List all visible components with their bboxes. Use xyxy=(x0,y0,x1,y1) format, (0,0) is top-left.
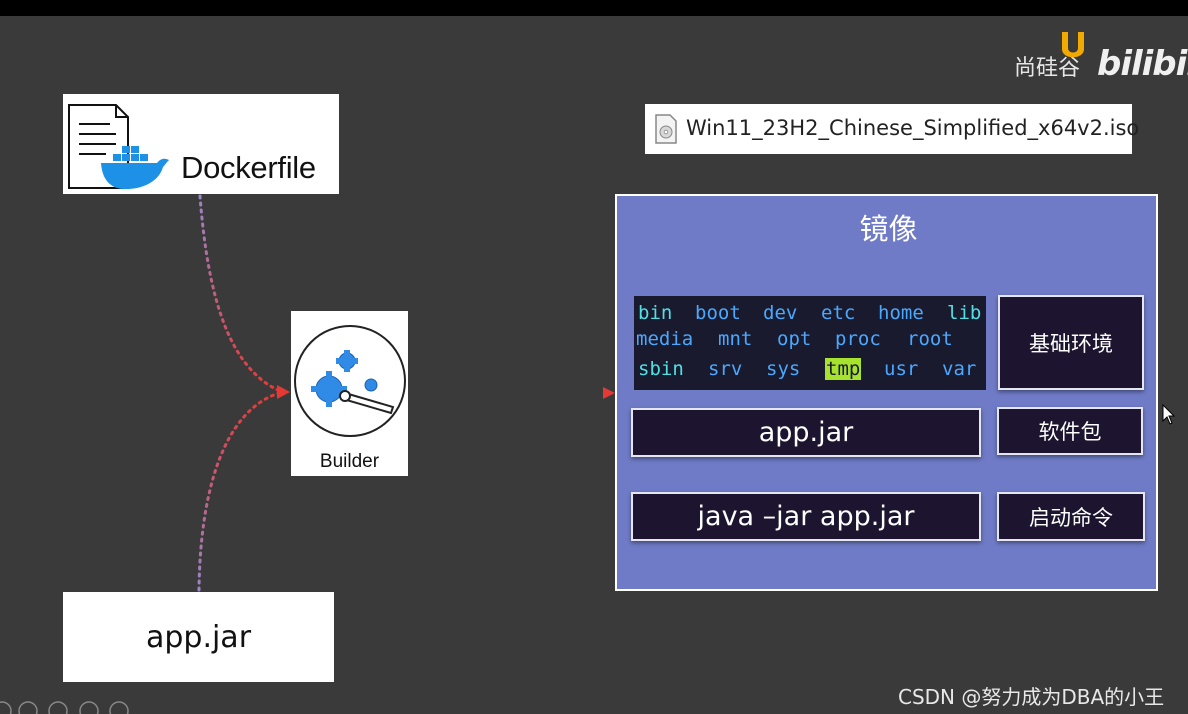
startup-cmd-label: 启动命令 xyxy=(1029,505,1113,530)
brand-logo-icon xyxy=(1062,32,1084,58)
appjar-to-builder-line xyxy=(197,390,284,592)
image-input-arrowhead xyxy=(603,387,615,399)
iso-file-name: Win11_23H2_Chinese_Simplified_x64v2.iso xyxy=(686,116,1140,140)
app-jar-layer: app.jar xyxy=(631,408,981,457)
software-pkg-label: 软件包 xyxy=(1038,420,1102,444)
dockerfile-label: Dockerfile xyxy=(181,150,316,185)
disc-file-icon xyxy=(655,114,677,144)
fs-dir-usr: usr xyxy=(884,358,919,380)
software-pkg-box: 软件包 xyxy=(997,407,1143,455)
bili-watermark: bilibili xyxy=(1097,44,1188,84)
top-bar xyxy=(0,0,1188,16)
fs-dir-var: var xyxy=(942,358,977,380)
command-layer-label: java –jar app.jar xyxy=(697,501,915,532)
fs-dir-proc: proc xyxy=(835,328,881,350)
builder-input-arrowhead xyxy=(277,385,290,399)
toolbar-zoom-icon xyxy=(79,701,99,714)
app-jar-source-card: app.jar xyxy=(63,592,334,682)
fs-dir-srv: srv xyxy=(708,358,743,380)
toolbar-pen-icon xyxy=(18,701,38,714)
command-layer: java –jar app.jar xyxy=(631,492,981,541)
app-jar-layer-label: app.jar xyxy=(758,417,854,448)
mouse-cursor-icon xyxy=(1162,404,1176,425)
toolbar-slides-icon xyxy=(48,701,68,714)
csdn-credit: CSDN @努力成为DBA的小王 xyxy=(898,685,1165,709)
iso-file-card: Win11_23H2_Chinese_Simplified_x64v2.iso xyxy=(645,104,1139,154)
fs-dir-dev: dev xyxy=(763,302,798,324)
builder-card: Builder xyxy=(291,311,408,476)
toolbar-more-icon xyxy=(109,701,129,714)
fs-dir-lib: lib xyxy=(947,302,982,324)
docker-whale-icon xyxy=(101,146,169,190)
startup-cmd-box: 启动命令 xyxy=(997,492,1145,541)
fs-dir-mnt: mnt xyxy=(718,328,753,350)
fs-dir-etc: etc xyxy=(821,302,856,324)
app-jar-source-label: app.jar xyxy=(145,619,252,655)
toolbar-back-icon xyxy=(0,701,12,714)
fs-dir-sbin: sbin xyxy=(638,358,684,380)
builder-label: Builder xyxy=(319,451,380,472)
fs-dir-boot: boot xyxy=(695,302,741,324)
image-panel: 镜像 bin boot dev etc home lib media mnt o… xyxy=(615,194,1158,591)
fs-dir-home: home xyxy=(878,302,924,324)
fs-dir-root: root xyxy=(907,328,953,350)
brand-watermark: 尚硅谷 xyxy=(1014,56,1081,81)
base-env-label: 基础环境 xyxy=(1029,331,1113,356)
fs-dir-bin: bin xyxy=(638,302,673,324)
fs-dir-tmp: tmp xyxy=(825,358,862,380)
filesystem-layer: bin boot dev etc home lib media mnt opt … xyxy=(634,296,986,390)
image-title: 镜像 xyxy=(859,212,918,246)
dockerfile-card: Dockerfile xyxy=(63,94,339,194)
base-env-box: 基础环境 xyxy=(998,295,1144,390)
slide-toolbar xyxy=(0,701,129,714)
gears-wrench-icon xyxy=(294,325,406,437)
fs-dir-opt: opt xyxy=(777,328,812,350)
dockerfile-to-builder-line xyxy=(198,194,284,394)
fs-dir-sys: sys xyxy=(766,358,801,380)
fs-dir-media: media xyxy=(636,328,694,350)
